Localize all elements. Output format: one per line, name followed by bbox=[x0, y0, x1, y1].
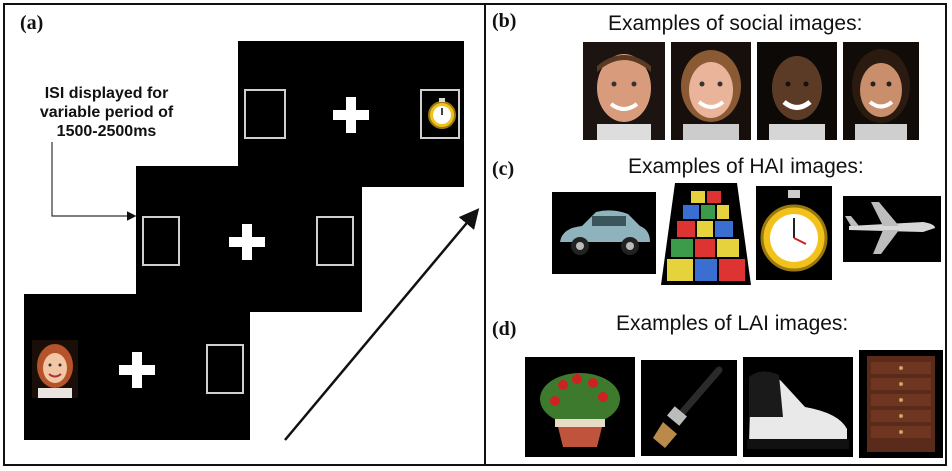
trial-screen-front bbox=[24, 294, 250, 440]
isi-note-line-3: 1500-2500ms bbox=[56, 123, 157, 140]
panel-label-d: (d) bbox=[492, 318, 517, 340]
trial-screen-middle bbox=[136, 166, 362, 312]
stopwatch-icon bbox=[428, 98, 456, 129]
right-frame-box bbox=[316, 216, 354, 266]
panel-label-c: (c) bbox=[492, 158, 515, 180]
left-frame-box bbox=[142, 216, 180, 266]
vintage-car-icon bbox=[552, 192, 656, 274]
flower-pot-icon bbox=[525, 357, 635, 457]
isi-note-line-2: variable period of bbox=[39, 104, 174, 121]
face-woman-icon bbox=[32, 340, 78, 398]
heading-hai: Examples of HAI images: bbox=[628, 155, 864, 178]
heading-social: Examples of social images: bbox=[608, 12, 863, 35]
dresser-icon bbox=[859, 350, 943, 458]
trial-screen-back bbox=[238, 41, 464, 187]
isi-pointer-arrow bbox=[51, 142, 137, 221]
stopwatch-large-icon bbox=[756, 186, 832, 280]
face-man-2-icon bbox=[757, 42, 837, 140]
panel-label-b: (b) bbox=[492, 10, 517, 32]
fixation-cross bbox=[229, 224, 265, 260]
figure-frame bbox=[3, 3, 947, 466]
panel-divider bbox=[484, 3, 486, 466]
sequence-arrow bbox=[284, 208, 480, 441]
paintbrush-icon bbox=[641, 360, 737, 456]
heading-lai: Examples of LAI images: bbox=[616, 312, 849, 335]
right-frame-box bbox=[206, 344, 244, 394]
face-man-1-icon bbox=[583, 42, 665, 140]
isi-note-line-1: ISI displayed for bbox=[44, 85, 169, 102]
left-frame-box bbox=[244, 89, 286, 139]
panel-label-a: (a) bbox=[20, 12, 44, 34]
face-woman-2-icon bbox=[843, 42, 919, 140]
panel-a-arrows bbox=[51, 142, 480, 441]
toy-blocks-icon bbox=[661, 183, 751, 285]
airplane-icon bbox=[843, 196, 941, 262]
isi-note: ISI displayed for variable period of 150… bbox=[14, 84, 199, 141]
fixation-cross bbox=[119, 352, 155, 388]
right-frame-box bbox=[420, 89, 460, 139]
shoe-icon bbox=[743, 357, 853, 457]
face-woman-1-icon bbox=[671, 42, 751, 140]
fixation-cross bbox=[333, 97, 369, 133]
